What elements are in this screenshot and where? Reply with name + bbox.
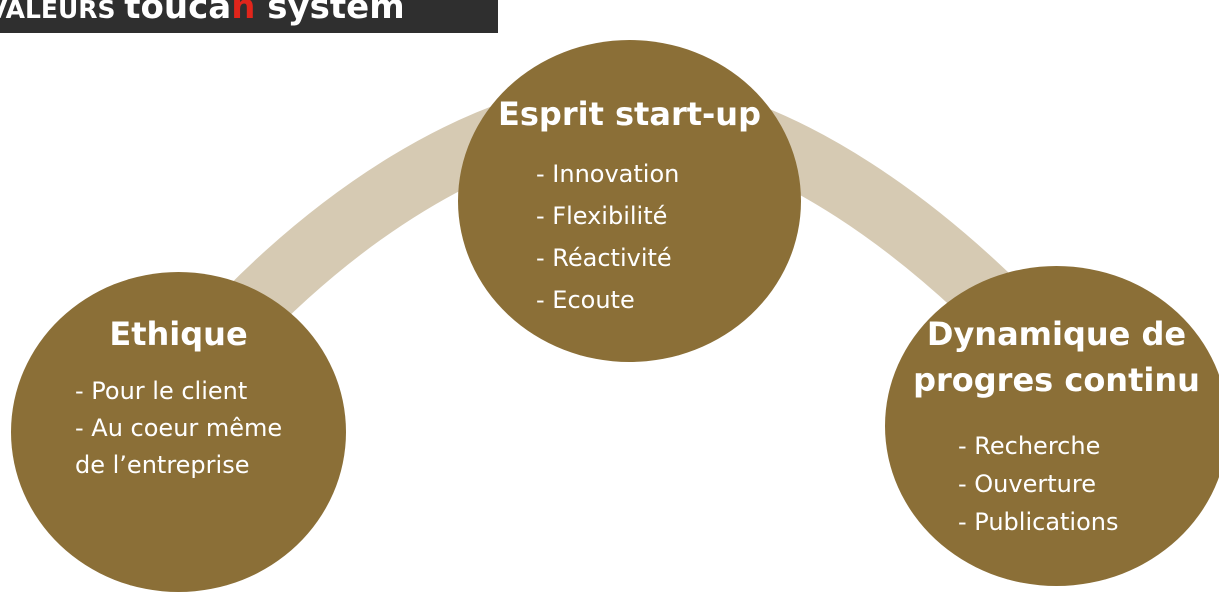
header-banner: VALEURS toucan system xyxy=(0,0,498,33)
brand-name-accent: n xyxy=(231,0,256,27)
value-title: Dynamique de progres continu xyxy=(885,311,1219,403)
value-title-line: progres continu xyxy=(913,361,1200,399)
value-item: - Réactivité xyxy=(536,244,672,272)
value-circle-ethique: Ethique - Pour le client - Au coeur même… xyxy=(11,272,346,592)
value-item-list: - Pour le client - Au coeur même de l’en… xyxy=(75,373,282,484)
value-item: - Innovation xyxy=(536,160,680,188)
brand-name-prefix: touca xyxy=(124,0,232,27)
value-item: de l’entreprise xyxy=(75,451,250,479)
value-item: - Recherche xyxy=(958,432,1101,460)
value-item: - Flexibilité xyxy=(536,202,668,230)
brand-name-suffix: system xyxy=(255,0,405,27)
value-item-list: - Innovation - Flexibilité - Réactivité … xyxy=(536,153,679,321)
value-title: Esprit start-up xyxy=(458,88,801,140)
brand-name: toucan system xyxy=(124,0,404,27)
value-title-line: Dynamique de xyxy=(926,315,1187,353)
value-circle-esprit-start-up: Esprit start-up - Innovation - Flexibili… xyxy=(458,40,801,362)
value-title: Ethique xyxy=(11,308,346,360)
header-title: VALEURS toucan system xyxy=(0,0,405,33)
value-item: - Ecoute xyxy=(536,286,635,314)
value-item: - Publications xyxy=(958,508,1119,536)
header-title-caps: VALEURS xyxy=(0,0,125,24)
value-item: - Au coeur même xyxy=(75,414,283,442)
value-title-line: Esprit start-up xyxy=(498,95,761,133)
value-title-line: Ethique xyxy=(109,315,248,353)
value-circle-dynamique: Dynamique de progres continu - Recherche… xyxy=(885,266,1219,586)
value-item-list: - Recherche - Ouverture - Publications xyxy=(958,427,1119,541)
value-item: - Pour le client xyxy=(75,377,248,405)
value-item: - Ouverture xyxy=(958,470,1096,498)
